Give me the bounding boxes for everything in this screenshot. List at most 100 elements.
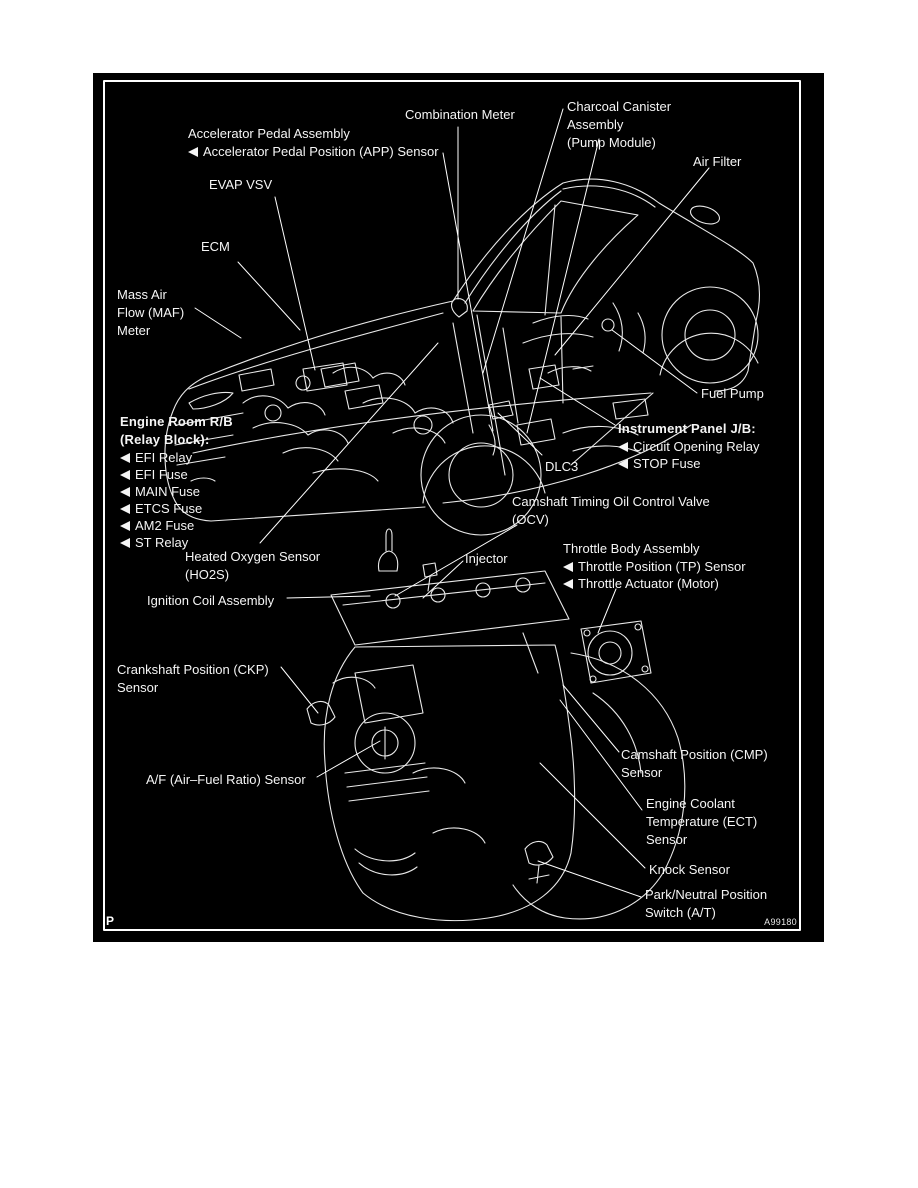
label-ignition-coil: Ignition Coil Assembly — [147, 592, 274, 610]
label-text: ST Relay — [135, 534, 189, 550]
label-text: (Pump Module) — [567, 135, 656, 150]
leader-lines — [194, 108, 710, 898]
figure-id: A99180 — [764, 917, 797, 927]
label-text: Assembly — [567, 117, 624, 132]
label-text: Air Filter — [693, 154, 742, 169]
label-text: Flow (MAF) — [117, 305, 185, 320]
label-text: Accelerator Pedal Assembly — [188, 126, 350, 141]
label-arrow-item: AM2 Fuse — [120, 517, 233, 534]
engine-bay-detail — [238, 322, 519, 482]
label-text: EFI Fuse — [135, 466, 188, 482]
label-air-filter: Air Filter — [693, 153, 741, 171]
label-arrow-item: ETCS Fuse — [120, 500, 233, 517]
label-text: STOP Fuse — [633, 455, 701, 471]
label-ecm: ECM — [201, 238, 230, 256]
label-fuel-pump: Fuel Pump — [701, 385, 764, 403]
label-text: Accelerator Pedal Position (APP) Sensor — [203, 143, 439, 159]
label-arrow-item: Throttle Position (TP) Sensor — [563, 558, 746, 575]
corner-mark: P — [106, 914, 115, 928]
arrow-left-icon — [120, 469, 130, 480]
label-text: EVAP VSV — [209, 177, 273, 192]
label-text: Ignition Coil Assembly — [147, 593, 275, 608]
label-text: Crankshaft Position (CKP) — [117, 662, 269, 677]
arrow-left-icon — [120, 503, 130, 514]
label-text: MAIN Fuse — [135, 483, 201, 499]
cabin-underbody-detail — [488, 302, 649, 456]
label-instrument-panel-jb: Instrument Panel J/B: Circuit Opening Rel… — [618, 420, 759, 472]
engine-line-art — [306, 528, 686, 922]
component-location-line-art — [103, 80, 801, 931]
car-wheels — [420, 286, 759, 536]
label-text: Park/Neutral Position — [645, 887, 768, 902]
label-text: Meter — [117, 323, 151, 338]
label-cmp-sensor: Camshaft Position (CMP)Sensor — [621, 746, 768, 782]
label-arrow-item: STOP Fuse — [618, 455, 759, 472]
label-text: ETCS Fuse — [135, 500, 203, 516]
label-arrow-item: EFI Fuse — [120, 466, 233, 483]
label-text: Switch (A/T) — [645, 905, 716, 920]
label-arrow-item: MAIN Fuse — [120, 483, 233, 500]
label-text: Throttle Position (TP) Sensor — [578, 558, 746, 574]
label-text: Engine Room R/B — [120, 414, 233, 429]
arrow-left-icon — [618, 441, 628, 452]
label-text: Circuit Opening Relay — [633, 438, 760, 454]
label-dlc3: DLC3 — [545, 458, 578, 476]
label-evap-vsv: EVAP VSV — [209, 176, 272, 194]
label-text: (Relay Block): — [120, 432, 210, 447]
label-combination-meter: Combination Meter — [405, 106, 515, 124]
label-arrow-item: Circuit Opening Relay — [618, 438, 759, 455]
label-text: Throttle Body Assembly — [563, 541, 700, 556]
label-text: Injector — [465, 551, 508, 566]
label-text: DLC3 — [545, 459, 579, 474]
label-text: Sensor — [117, 680, 159, 695]
label-text: Camshaft Position (CMP) — [621, 747, 768, 762]
label-arrow-item: Accelerator Pedal Position (APP) Sensor — [188, 143, 439, 160]
arrow-left-icon — [188, 146, 198, 157]
label-text: (HO2S) — [185, 567, 230, 582]
car-outline — [164, 178, 760, 522]
label-text: A/F (Air–Fuel Ratio) Sensor — [146, 772, 306, 787]
label-text: Engine Coolant — [646, 796, 735, 811]
arrow-left-icon — [120, 486, 130, 497]
label-text: Camshaft Timing Oil Control Valve — [512, 494, 710, 509]
arrow-left-icon — [618, 458, 628, 469]
label-text: Throttle Actuator (Motor) — [578, 575, 719, 591]
label-injector: Injector — [465, 550, 508, 568]
label-ocv: Camshaft Timing Oil Control Valve (OCV) — [512, 493, 710, 529]
label-af-sensor: A/F (Air–Fuel Ratio) Sensor — [146, 771, 306, 789]
label-text: Charcoal Canister — [567, 99, 672, 114]
label-text: ECM — [201, 239, 230, 254]
label-text: EFI Relay — [135, 449, 193, 465]
label-text: Combination Meter — [405, 107, 515, 122]
arrow-left-icon — [120, 520, 130, 531]
label-ho2s: Heated Oxygen Sensor(HO2S) — [185, 548, 320, 584]
label-arrow-item: ST Relay — [120, 534, 233, 551]
label-knock-sensor: Knock Sensor — [649, 861, 730, 879]
label-text: Mass Air — [117, 287, 167, 302]
label-text: (OCV) — [512, 512, 549, 527]
label-text: Fuel Pump — [701, 386, 764, 401]
label-arrow-item: Throttle Actuator (Motor) — [563, 575, 746, 592]
arrow-left-icon — [563, 578, 573, 589]
label-text: Temperature (ECT) — [646, 814, 758, 829]
label-text: Knock Sensor — [649, 862, 730, 877]
arrow-left-icon — [563, 561, 573, 572]
arrow-left-icon — [120, 452, 130, 463]
label-text: Instrument Panel J/B: — [618, 421, 756, 436]
arrow-left-icon — [120, 537, 130, 548]
label-ckp-sensor: Crankshaft Position (CKP) Sensor — [117, 661, 269, 697]
label-arrow-item: EFI Relay — [120, 449, 233, 466]
inner-border — [103, 80, 801, 931]
label-text: Sensor — [646, 832, 688, 847]
label-text: AM2 Fuse — [135, 517, 195, 533]
